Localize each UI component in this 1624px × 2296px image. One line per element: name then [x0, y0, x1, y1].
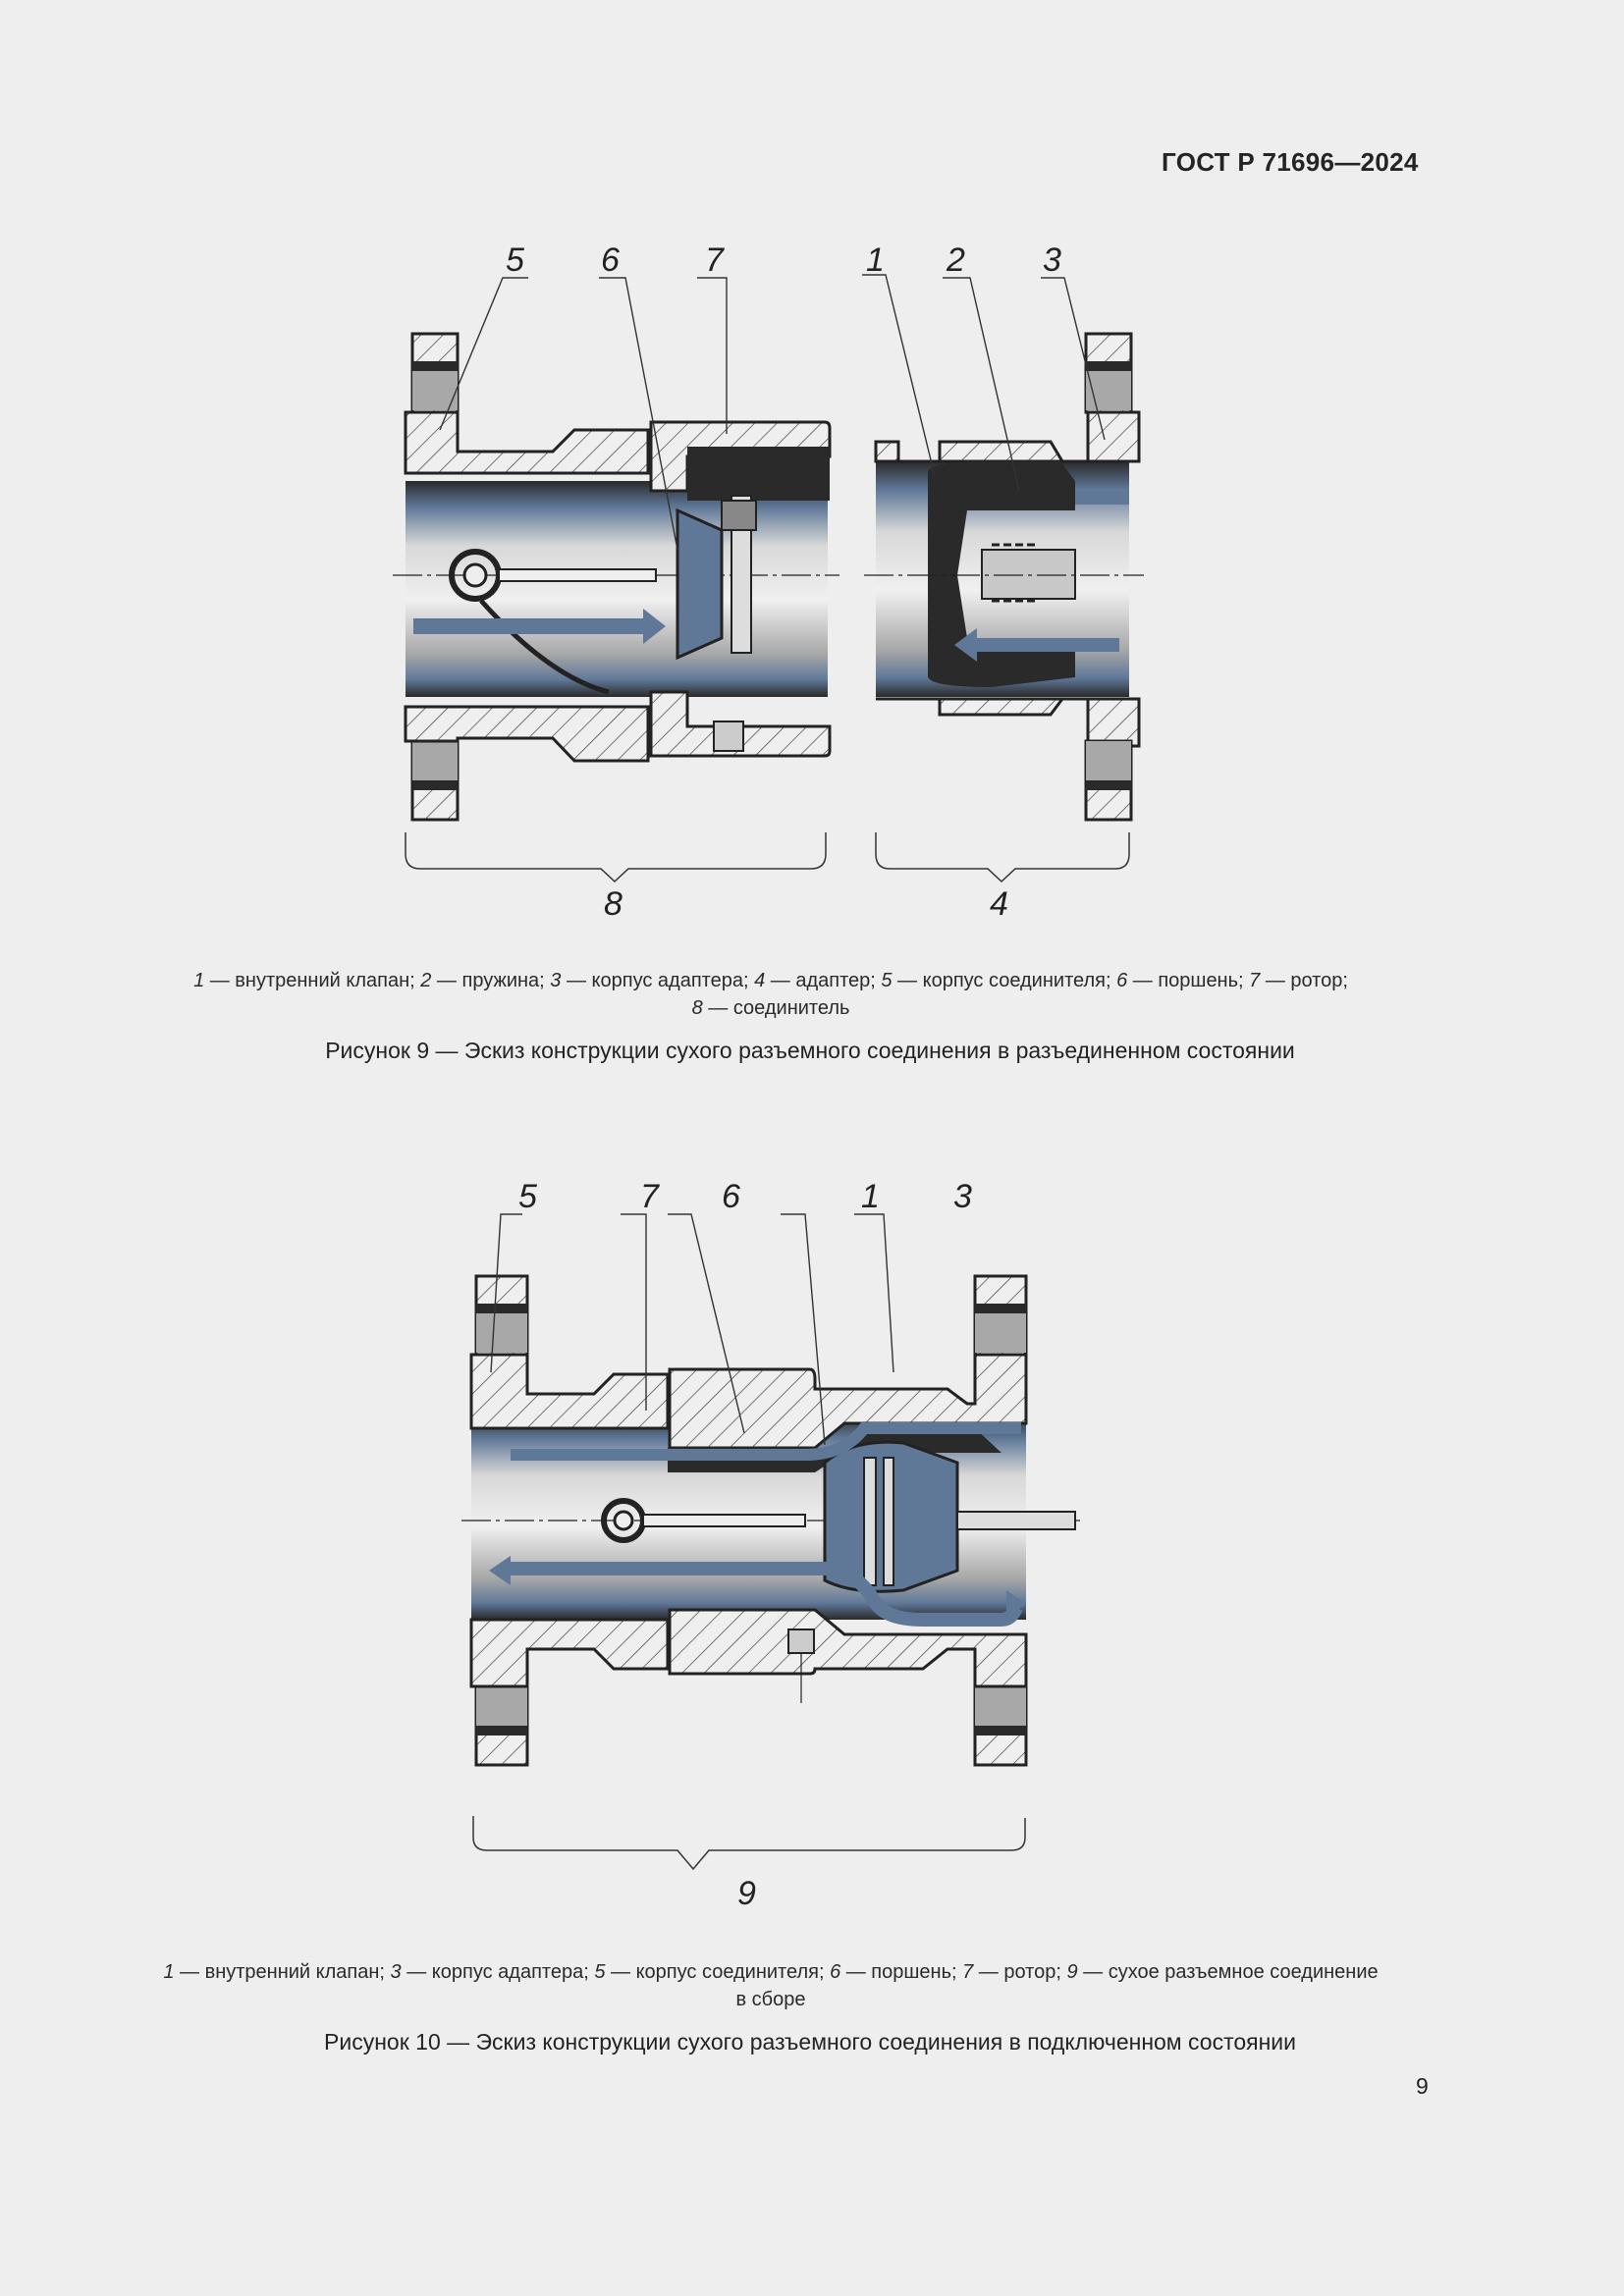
callout-7: 7	[705, 241, 725, 279]
figure-9-legend-line-2: 8 — соединитель	[691, 997, 850, 1019]
brace-adapter	[875, 832, 1130, 883]
brace-label-9: 9	[737, 1875, 756, 1912]
callout-1: 1	[866, 241, 885, 279]
figure-10-legend-line-1: 1 — внутренний клапан; 3 — корпус адапте…	[163, 1961, 1379, 1983]
coupler-section	[393, 332, 839, 822]
figure-10-callouts	[490, 1213, 894, 1446]
figure-9-legend-line-1: 1 — внутренний клапан; 2 — пружина; 3 — …	[193, 970, 1348, 991]
figure-10-drawing: 5 7 6 1 3 9	[461, 1178, 1080, 1912]
brace-label-8: 8	[604, 885, 623, 923]
figure-10-caption: Рисунок 10 — Эскиз конструкции сухого ра…	[324, 2029, 1296, 2055]
figure-9-drawing: 5 6 7 1 2 3 8 4	[393, 241, 1144, 923]
assembled-coupling-section	[461, 1274, 1080, 1767]
brace-assembly	[472, 1816, 1026, 1871]
callout-6: 6	[601, 241, 620, 279]
callout-2: 2	[946, 241, 965, 279]
page-number: 9	[1416, 2073, 1429, 2099]
figure-9-caption: Рисунок 9 — Эскиз конструкции сухого раз…	[325, 1038, 1295, 1063]
figure-10-legend: 1 — внутренний клапан; 3 — корпус адапте…	[108, 1958, 1434, 2013]
figure-9-legend: 1 — внутренний клапан; 2 — пружина; 3 — …	[108, 967, 1434, 1022]
standard-code-header: ГОСТ Р 71696—2024	[1162, 147, 1419, 177]
callout-7: 7	[640, 1178, 660, 1215]
callout-5: 5	[506, 241, 524, 279]
brace-label-4: 4	[990, 885, 1008, 923]
figure-9-callouts	[439, 274, 1106, 551]
brace-coupler	[405, 832, 827, 883]
callout-1: 1	[861, 1178, 880, 1215]
figure-10-legend-line-2: в сборе	[735, 1989, 806, 2010]
callout-3: 3	[953, 1178, 972, 1215]
callout-6: 6	[722, 1178, 740, 1215]
callout-5: 5	[518, 1178, 537, 1215]
callout-3: 3	[1043, 241, 1061, 279]
adapter-section	[864, 332, 1144, 822]
